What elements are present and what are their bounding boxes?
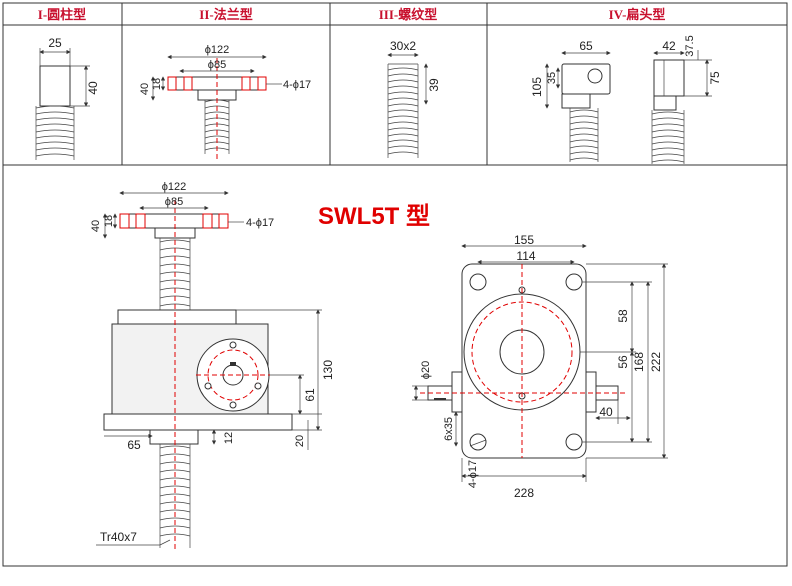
dim-side-axis-height: 61 bbox=[303, 388, 317, 402]
model-title: SWL5T 型 bbox=[318, 203, 430, 230]
dim-flat-top: 37.5 bbox=[684, 35, 696, 56]
flange-end-drawing bbox=[150, 54, 282, 160]
dim-side-spigot-height: 12 bbox=[223, 432, 235, 444]
dim-top-hole-pitch-114: 114 bbox=[516, 249, 535, 263]
dim-thread-spec: 30x2 bbox=[390, 39, 416, 53]
top-view-drawing bbox=[412, 243, 668, 482]
dim-side-total-height: 130 bbox=[321, 360, 335, 380]
dim-flat-hole-offset: 35 bbox=[546, 72, 558, 84]
dim-flange-outer: ϕ122 bbox=[205, 44, 230, 56]
dim-top-key: 6x35 bbox=[443, 417, 455, 441]
dim-thread-length: 39 bbox=[427, 78, 441, 92]
dim-flat-length: 75 bbox=[708, 71, 722, 85]
dim-flange-thickness: 18 bbox=[151, 78, 163, 90]
flat-end-drawing bbox=[544, 50, 712, 164]
dim-top-58: 58 bbox=[616, 309, 630, 323]
header-flange-type: II-法兰型 bbox=[199, 7, 252, 22]
dim-side-flange-pitch: ϕ85 bbox=[165, 196, 183, 208]
dim-cylinder-width: 25 bbox=[48, 36, 62, 50]
dim-side-flange-height: 40 bbox=[90, 220, 102, 232]
dim-top-shaft-dia: ϕ20 bbox=[420, 361, 432, 379]
cylinder-end-drawing bbox=[35, 48, 90, 160]
dim-flat-height: 105 bbox=[530, 77, 544, 97]
dim-top-width-155: 155 bbox=[514, 233, 534, 247]
dim-top-168: 168 bbox=[632, 352, 646, 372]
header-thread-type: III-螺纹型 bbox=[379, 7, 438, 22]
header-cylinder-type: I-圆柱型 bbox=[38, 7, 86, 22]
dim-side-thread-spec: Tr40x7 bbox=[100, 530, 137, 544]
dim-top-56: 56 bbox=[616, 355, 630, 369]
dim-side-flange-outer: ϕ122 bbox=[162, 181, 187, 193]
header-flat-type: IV-扁头型 bbox=[609, 7, 666, 22]
dim-cylinder-height: 40 bbox=[86, 81, 100, 95]
dim-top-222: 222 bbox=[649, 352, 663, 372]
side-view-drawing bbox=[96, 190, 322, 552]
dim-side-base-thickness: 20 bbox=[294, 435, 306, 447]
dim-top-holes: 4-ϕ17 bbox=[467, 460, 479, 488]
table-frame bbox=[2, 2, 788, 567]
dim-flat-thickness: 42 bbox=[662, 39, 676, 53]
dim-flange-holes: 4-ϕ17 bbox=[283, 79, 311, 91]
dim-side-flange-holes: 4-ϕ17 bbox=[246, 217, 274, 229]
dim-flange-height: 40 bbox=[139, 83, 151, 95]
dim-top-shaft-length: 40 bbox=[599, 405, 613, 419]
dim-side-flange-thickness: 18 bbox=[103, 215, 115, 227]
dim-top-length-228: 228 bbox=[514, 486, 534, 500]
dim-flange-pitch: ϕ85 bbox=[208, 59, 226, 71]
dim-flat-width: 65 bbox=[579, 39, 593, 53]
dim-side-spigot-width: 65 bbox=[127, 438, 141, 452]
thread-end-drawing bbox=[387, 52, 429, 158]
